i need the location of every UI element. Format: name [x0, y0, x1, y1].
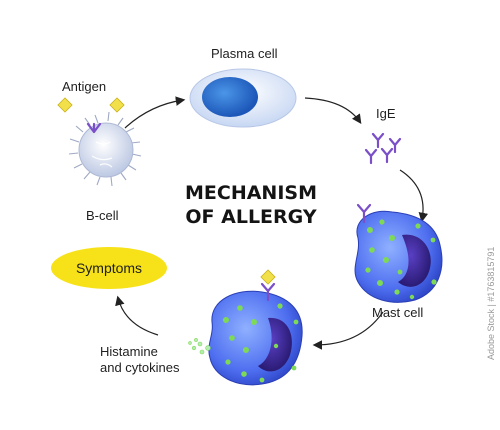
mast-cell-icon	[354, 210, 443, 303]
histamine-label-line-2: and cytokines	[100, 360, 180, 375]
b-cell-icon	[68, 111, 142, 187]
arrow-histamine-to-symptoms	[115, 295, 159, 336]
mast-cell-label: Mast cell	[372, 305, 424, 320]
mast-cell-ige-icon	[356, 203, 372, 224]
watermark: Adobe Stock | #1763815791	[486, 246, 496, 360]
antigen-label: Antigen	[62, 79, 107, 94]
arrow-mast-to-degranulated	[312, 311, 384, 350]
released-granules-icon	[188, 338, 211, 355]
plasma-cell-label: Plasma cell	[211, 46, 278, 61]
arrow-bcell-to-plasma	[124, 96, 186, 129]
title-line-2: OF ALLERGY	[185, 206, 317, 228]
histamine-label-line-1: Histamine	[100, 344, 158, 359]
page-title: MECHANISM OF ALLERGY	[178, 181, 324, 229]
symptoms-label: Symptoms	[75, 260, 143, 276]
plasma-cell-icon	[189, 68, 297, 128]
title-line-1: MECHANISM	[185, 182, 317, 204]
arrow-ige-to-mast	[399, 169, 429, 223]
histamine-label: Histamine and cytokines	[100, 344, 180, 376]
symptoms-ellipse	[51, 247, 167, 289]
antigen-icon	[57, 97, 125, 113]
ige-antibodies-icon	[364, 132, 402, 165]
arrow-plasma-to-ige	[304, 97, 362, 124]
ige-label: IgE	[376, 106, 396, 121]
activated-mast-cell-icon	[208, 290, 303, 386]
antigen-bound-ige-icon	[260, 269, 276, 302]
b-cell-label: B-cell	[86, 208, 119, 223]
b-cell-antibody-icon	[86, 122, 102, 134]
